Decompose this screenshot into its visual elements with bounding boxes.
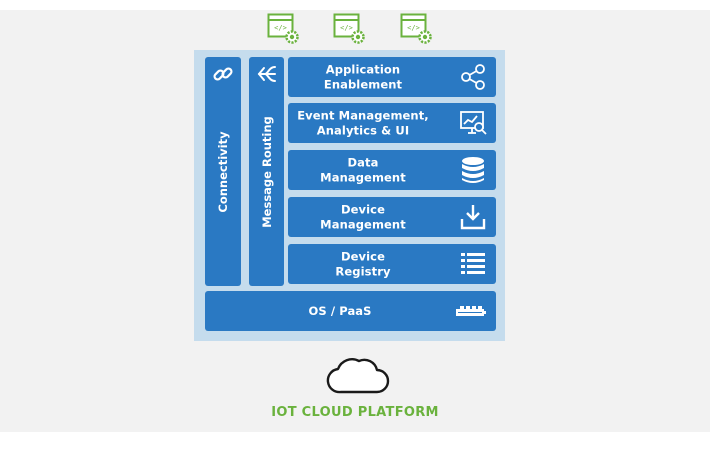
message-routing-layer: Message Routing (249, 57, 284, 286)
connectivity-label: Connectivity (216, 130, 230, 213)
share-nodes-icon (461, 64, 485, 90)
analytics-monitor-icon (460, 111, 487, 135)
svg-text:</>: </> (407, 24, 420, 32)
database-icon (462, 157, 484, 183)
app-window-gear-icon: </> (267, 13, 299, 44)
os-paas-layer: OS / PaaS (205, 291, 496, 331)
message-routing-label: Message Routing (259, 115, 274, 228)
platform-title: IOT CLOUD PLATFORM (271, 405, 439, 420)
platform-stack: Connectivity Message Routing Application… (194, 50, 505, 341)
layer-label: Data Management (320, 155, 406, 185)
app-icons-row: </> </> </> (0, 13, 710, 47)
event-analytics-layer: Event Management, Analytics & UI (288, 103, 496, 143)
svg-text:</>: </> (274, 24, 287, 32)
layer-label: Application Enablement (323, 62, 403, 92)
application-enablement-layer: Application Enablement (288, 57, 496, 97)
server-rack-icon (456, 306, 486, 316)
chain-link-icon (213, 67, 233, 81)
list-icon (461, 253, 485, 274)
layer-label: Event Management, Analytics & UI (297, 108, 429, 138)
cloud-icon (326, 358, 390, 394)
app-window-gear-icon: </> (400, 13, 432, 44)
device-management-layer: Device Management (288, 197, 496, 237)
app-window-gear-icon: </> (333, 13, 365, 44)
layer-label: Device Management (320, 202, 406, 232)
connectivity-layer: Connectivity (205, 57, 241, 286)
os-paas-label: OS / PaaS (308, 303, 372, 318)
svg-text:</>: </> (340, 24, 353, 32)
download-tray-icon (460, 205, 486, 230)
data-management-layer: Data Management (288, 150, 496, 190)
layer-label: Device Registry (335, 249, 391, 279)
routing-arrows-icon (257, 66, 276, 82)
device-registry-layer: Device Registry (288, 244, 496, 284)
